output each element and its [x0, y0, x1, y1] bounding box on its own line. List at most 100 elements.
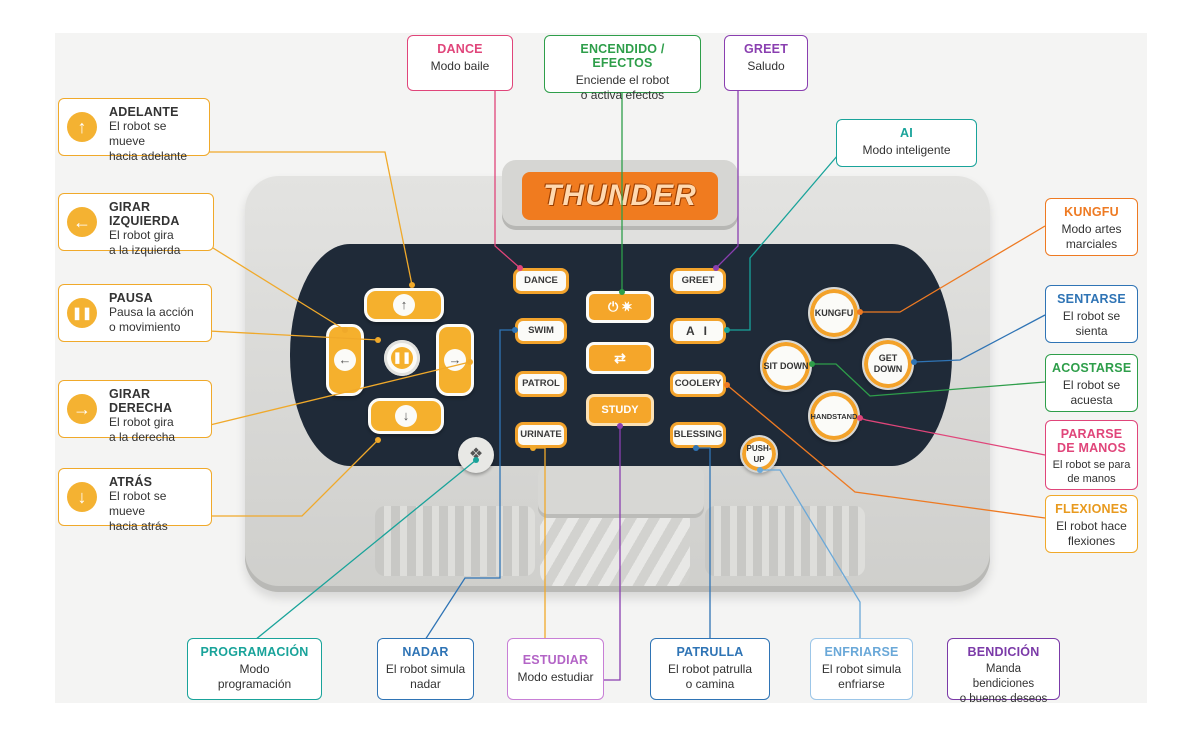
callout-title: ADELANTE: [109, 105, 179, 119]
pause-button[interactable]: ❚❚: [384, 340, 420, 376]
callout-desc: El robot simula nadar: [385, 662, 466, 691]
callout-title: GIRAR DERECHA: [109, 387, 173, 415]
study-button[interactable]: STUDY: [586, 394, 654, 426]
blessing-button[interactable]: BLESSING: [670, 422, 726, 448]
callout-desc: El robot se mueve hacia atrás: [109, 489, 168, 533]
callout-desc: Enciende el robot o activa efectos: [575, 73, 670, 102]
callout-desc: Pausa la acción o movimiento: [109, 305, 194, 334]
callout-encendido: ENCENDIDO / EFECTOS Enciende el robot o …: [544, 35, 701, 102]
callout-title: ENFRIARSE: [824, 645, 899, 659]
power-icon: ⏻ ✷: [608, 299, 632, 314]
dpad-right-button[interactable]: →: [436, 324, 474, 396]
programming-button[interactable]: ❖: [458, 437, 494, 473]
patrol-button[interactable]: PATROL: [515, 371, 567, 397]
callout-title: AI: [900, 126, 913, 140]
callout-desc: El robot hace flexiones: [1056, 519, 1127, 548]
callout-programacion: PROGRAMACIÓN Modo programación: [187, 638, 322, 700]
callout-girar-derecha: → GIRAR DERECHA El robot gira a la derec…: [58, 380, 212, 444]
left-arrow-icon: ←: [67, 207, 97, 237]
callout-desc: Saludo: [747, 59, 785, 73]
callout-title: PROGRAMACIÓN: [200, 645, 309, 659]
callout-bendicion: BENDICIÓN Manda bendiciones o buenos des…: [947, 638, 1060, 705]
callout-desc: Modo artes marciales: [1061, 222, 1122, 251]
urinate-button[interactable]: URINATE: [515, 422, 567, 448]
coolery-button[interactable]: COOLERY: [670, 371, 726, 397]
callout-title: GREET: [743, 42, 789, 56]
up-arrow-icon: ↑: [67, 112, 97, 142]
callout-desc: Modo inteligente: [862, 143, 951, 157]
callout-title: FLEXIONES: [1055, 502, 1128, 516]
callout-title: SENTARSE: [1057, 292, 1126, 306]
callout-desc: El robot gira a la derecha: [109, 415, 176, 444]
right-arrow-icon: →: [67, 394, 97, 424]
callout-desc: El robot gira a la izquierda: [109, 228, 181, 257]
callout-greet: GREET Saludo: [724, 35, 808, 91]
dpad-up-button[interactable]: ↑: [364, 288, 444, 322]
callout-title: NADAR: [402, 645, 449, 659]
panel-foot: [538, 466, 704, 518]
callout-enfriarse: ENFRIARSE El robot simula enfriarse: [810, 638, 913, 700]
callout-title: PAUSA: [109, 291, 153, 305]
callout-desc: El robot se mueve hacia adelante: [109, 119, 188, 163]
callout-sentarse: SENTARSE El robot se sienta: [1045, 285, 1138, 343]
thunder-logo: THUNDER: [522, 172, 718, 220]
callout-desc: El robot se sienta: [1062, 309, 1121, 338]
callout-title: GIRAR IZQUIERDA: [109, 200, 180, 228]
left-arrow-icon: ←: [334, 349, 356, 371]
callout-desc: Manda bendiciones o buenos deseos: [959, 663, 1048, 705]
callout-desc: Modo estudiar: [517, 670, 594, 684]
shell-center-ridge: [540, 506, 690, 586]
power-effects-button[interactable]: ⏻ ✷: [586, 291, 654, 323]
callout-title: PARARSE DE MANOS: [1057, 427, 1126, 455]
handstand-button[interactable]: HANDSTAND: [808, 390, 860, 442]
callout-patrulla: PATRULLA El robot patrulla o camina: [650, 638, 770, 700]
programming-icon: ❖: [468, 446, 484, 463]
callout-desc: Modo baile: [430, 59, 490, 73]
callout-pausa: ❚❚ PAUSA Pausa la acción o movimiento: [58, 284, 212, 342]
callout-pararse-de-manos: PARARSE DE MANOS El robot se para de man…: [1045, 420, 1138, 490]
dpad-down-button[interactable]: ↓: [368, 398, 444, 434]
callout-atras: ↓ ATRÁS El robot se mueve hacia atrás: [58, 468, 212, 533]
callout-desc: El robot se acuesta: [1062, 378, 1121, 407]
callout-desc: El robot se para de manos: [1052, 459, 1131, 485]
callout-desc: El robot patrulla o camina: [667, 662, 753, 691]
callout-title: KUNGFU: [1064, 205, 1119, 219]
callout-dance: DANCE Modo baile: [407, 35, 513, 91]
shell-grill-right: [705, 506, 865, 576]
down-arrow-icon: ↓: [395, 405, 417, 427]
callout-estudiar: ESTUDIAR Modo estudiar: [507, 638, 604, 700]
dance-button[interactable]: DANCE: [513, 268, 569, 294]
callout-girar-izquierda: ← GIRAR IZQUIERDA El robot gira a la izq…: [58, 193, 214, 257]
callout-title: ENCENDIDO / EFECTOS: [580, 42, 665, 70]
right-arrow-icon: →: [444, 349, 466, 371]
callout-adelante: ↑ ADELANTE El robot se mueve hacia adela…: [58, 98, 210, 163]
callout-title: BENDICIÓN: [967, 645, 1040, 659]
callout-desc: Modo programación: [217, 662, 292, 691]
swim-button[interactable]: SWIM: [515, 318, 567, 344]
dpad-left-button[interactable]: ←: [326, 324, 364, 396]
pause-icon: ❚❚: [391, 347, 413, 369]
callout-title: DANCE: [437, 42, 483, 56]
callout-ai: AI Modo inteligente: [836, 119, 977, 167]
push-up-button[interactable]: PUSH-UP: [740, 435, 778, 473]
callout-kungfu: KUNGFU Modo artes marciales: [1045, 198, 1138, 256]
callout-title: ATRÁS: [109, 475, 153, 489]
shell-grill-left: [375, 506, 535, 576]
callout-desc: El robot simula enfriarse: [821, 662, 902, 691]
up-arrow-icon: ↑: [393, 294, 415, 316]
kungfu-button[interactable]: KUNGFU: [808, 287, 860, 339]
get-down-button[interactable]: GET DOWN: [862, 338, 914, 390]
effects-button[interactable]: ⇄: [586, 342, 654, 374]
swap-icon: ⇄: [614, 350, 626, 366]
ai-button[interactable]: A I: [670, 318, 726, 344]
sit-down-button[interactable]: SIT DOWN: [760, 340, 812, 392]
callout-title: PATRULLA: [676, 645, 744, 659]
down-arrow-icon: ↓: [67, 482, 97, 512]
greet-button[interactable]: GREET: [670, 268, 726, 294]
pause-icon: ❚❚: [67, 298, 97, 328]
callout-acostarse: ACOSTARSE El robot se acuesta: [1045, 354, 1138, 412]
callout-title: ACOSTARSE: [1052, 361, 1132, 375]
callout-title: ESTUDIAR: [522, 653, 589, 667]
callout-flexiones: FLEXIONES El robot hace flexiones: [1045, 495, 1138, 553]
callout-nadar: NADAR El robot simula nadar: [377, 638, 474, 700]
